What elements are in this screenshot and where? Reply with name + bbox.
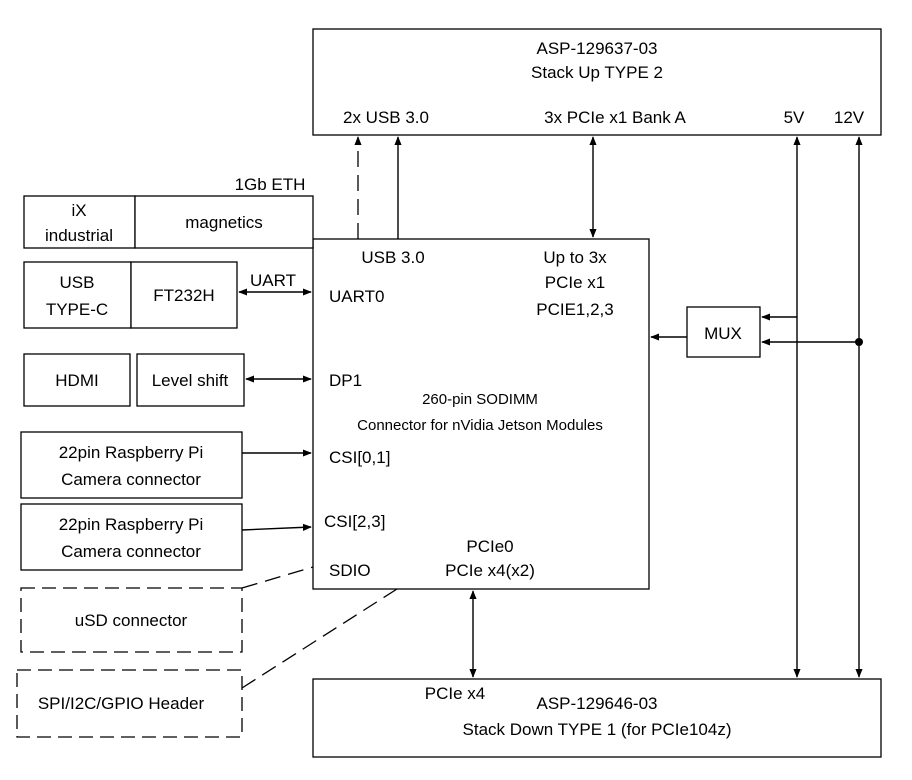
magnetics-label: magnetics	[185, 213, 262, 232]
usb-type-c-connector: USB TYPE-C	[23, 261, 132, 329]
stack-up-pcie-label: 3x PCIe x1 Bank A	[544, 108, 686, 127]
stack-down-connector: PCIe x4 ASP-129646-03 Stack Down TYPE 1 …	[312, 678, 882, 758]
cam2-label-2: Camera connector	[61, 542, 201, 561]
hdmi-label: HDMI	[55, 371, 98, 390]
sodimm-pcie0-width-label: PCIe x4(x2)	[445, 561, 535, 580]
stack-up-12v-label: 12V	[834, 108, 865, 127]
ix-label-1: iX	[71, 201, 86, 220]
mux-block: MUX	[686, 306, 761, 358]
cam2-label-1: 22pin Raspberry Pi	[59, 515, 204, 534]
sodimm-pcie-label-1: Up to 3x	[543, 248, 607, 267]
stack-up-5v-label: 5V	[784, 108, 805, 127]
sodimm-pcie-label-3: PCIE1,2,3	[536, 300, 614, 319]
usbc-label-1: USB	[60, 273, 95, 292]
stack-down-type: Stack Down TYPE 1 (for PCIe104z)	[463, 720, 732, 739]
sodimm-connector: USB 3.0 Up to 3x PCIe x1 PCIE1,2,3 UART0…	[312, 238, 650, 590]
stack-up-part: ASP-129637-03	[537, 39, 658, 58]
ft232h-chip: FT232H	[130, 261, 238, 329]
sodimm-usb-label: USB 3.0	[361, 248, 424, 267]
ft232h-label: FT232H	[153, 286, 214, 305]
camera-connector-1: 22pin Raspberry Pi Camera connector	[20, 431, 243, 499]
camera-connector-2: 22pin Raspberry Pi Camera connector	[20, 503, 243, 571]
stack-up-usb-label: 2x USB 3.0	[343, 108, 429, 127]
header-label: SPI/I2C/GPIO Header	[38, 694, 205, 713]
stack-down-part: ASP-129646-03	[537, 694, 658, 713]
sodimm-uart-label: UART0	[329, 287, 384, 306]
sdio-dashed-link	[241, 566, 314, 589]
magnetics-block: magnetics	[134, 195, 314, 249]
eth-label: 1Gb ETH	[235, 175, 306, 194]
sodimm-dp-label: DP1	[329, 371, 362, 390]
usbc-label-2: TYPE-C	[46, 300, 108, 319]
sodimm-title-1: 260-pin SODIMM	[422, 391, 538, 408]
sodimm-title-2: Connector for nVidia Jetson Modules	[357, 417, 603, 434]
sodimm-pcie0-label: PCIe0	[466, 537, 513, 556]
usd-label: uSD connector	[75, 611, 188, 630]
12v-junction-dot	[855, 338, 863, 346]
spi-i2c-gpio-header: SPI/I2C/GPIO Header	[16, 669, 243, 738]
sodimm-csi01-label: CSI[0,1]	[329, 448, 390, 467]
sodimm-sdio-label: SDIO	[329, 561, 371, 580]
sodimm-pcie-label-2: PCIe x1	[545, 273, 605, 292]
uart-label: UART	[250, 271, 296, 290]
stack-up-type: Stack Up TYPE 2	[531, 63, 663, 82]
ix-industrial-connector: iX industrial	[23, 195, 136, 249]
sodimm-csi23-label: CSI[2,3]	[324, 512, 385, 531]
stack-up-connector: ASP-129637-03 Stack Up TYPE 2 2x USB 3.0…	[312, 28, 882, 136]
level-shift-block: Level shift	[136, 353, 245, 407]
level-shift-label: Level shift	[152, 371, 229, 390]
cam1-label-1: 22pin Raspberry Pi	[59, 443, 204, 462]
ix-label-2: industrial	[45, 226, 113, 245]
stack-down-pcie-label: PCIe x4	[425, 684, 485, 703]
hdmi-connector: HDMI	[23, 353, 131, 407]
csi23-link	[241, 523, 312, 531]
cam1-label-2: Camera connector	[61, 470, 201, 489]
usd-connector: uSD connector	[20, 587, 243, 653]
mux-label: MUX	[704, 324, 742, 343]
header-dashed-link	[241, 588, 398, 689]
